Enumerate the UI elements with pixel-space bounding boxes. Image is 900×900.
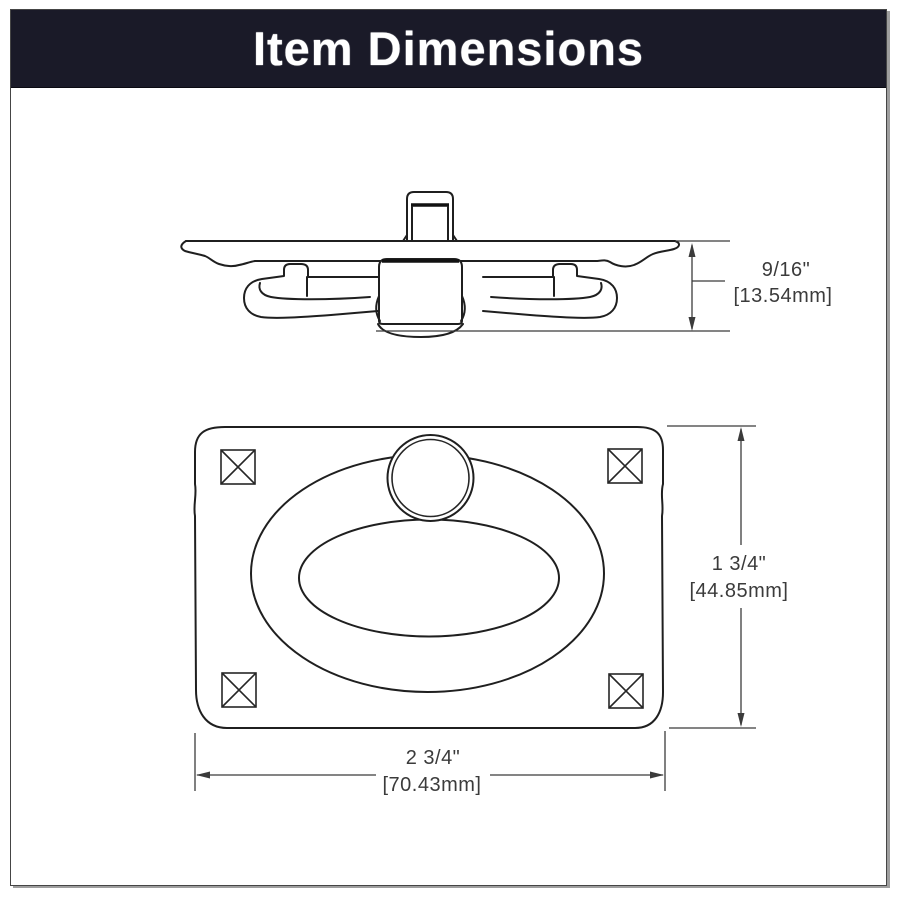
page-title: Item Dimensions <box>252 22 645 75</box>
side-height-dimension: 9/16" [13.54mm] <box>376 240 833 332</box>
dim-mm-label: [13.54mm] <box>734 285 833 307</box>
arrowhead-up <box>737 427 745 441</box>
dim-inches-label: 1 3/4" <box>712 553 767 575</box>
dim-mm-label: [44.85mm] <box>690 580 789 602</box>
arrowhead-down <box>688 317 696 331</box>
pivot-block <box>375 258 466 338</box>
arrowhead-left <box>196 771 210 779</box>
side-profile-view: 9/16" [13.54mm] <box>180 191 833 338</box>
technical-drawing: 9/16" [13.54mm] <box>180 191 833 796</box>
dim-mm-label: [70.43mm] <box>383 774 482 796</box>
screw-hole-marker-top-right <box>607 448 643 484</box>
drawing-area: 9/16" [13.54mm] <box>11 88 886 885</box>
front-width-dimension: 2 3/4" [70.43mm] <box>194 731 666 796</box>
dim-inches-label: 9/16" <box>762 259 811 281</box>
arrowhead-up <box>688 243 696 257</box>
page-frame: Item Dimensions <box>10 9 887 886</box>
backplate-outline <box>193 426 664 729</box>
dim-inches-label: 2 3/4" <box>406 747 461 769</box>
screw-hole-marker-bottom-left <box>221 672 257 708</box>
front-view: 1 3/4" [44.85mm] 2 3/4" [70.43mm] <box>193 425 789 796</box>
ring-edge-right <box>482 263 618 319</box>
screw-hole-marker-top-left <box>220 449 256 485</box>
screw-hole-marker-bottom-right <box>608 673 644 709</box>
arrowhead-down <box>737 713 745 727</box>
header-bar: Item Dimensions <box>11 10 886 88</box>
arrowhead-right <box>650 771 664 779</box>
ring-edge-left <box>243 263 379 319</box>
front-height-dimension: 1 3/4" [44.85mm] <box>667 425 789 729</box>
mounting-post <box>402 191 458 242</box>
pivot-circle <box>386 434 475 522</box>
